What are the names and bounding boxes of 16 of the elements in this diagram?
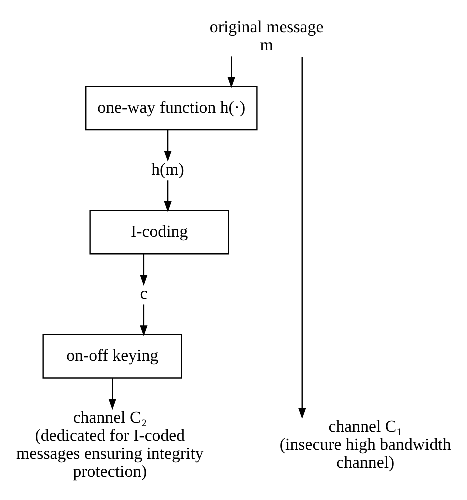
node-box: on-off keying — [42, 334, 182, 378]
node-box: one-way function h(·) — [85, 86, 258, 130]
node-label: original message — [209, 17, 324, 36]
arrow — [298, 56, 306, 419]
node-box: I-coding — [89, 210, 229, 254]
arrow — [164, 180, 172, 212]
arrow — [227, 56, 235, 88]
arrow — [140, 254, 148, 286]
arrow — [140, 304, 148, 336]
node-text: c — [140, 283, 148, 302]
node-text: channel C₂ (dedicated for I-coded messages ensuring integrity protection) — [16, 408, 204, 481]
node-text: m — [260, 35, 273, 54]
node-text: h(m) — [151, 159, 184, 178]
arrow — [108, 378, 116, 410]
node-text: channel C₁ (insecure high bandwidth channel) — [279, 416, 451, 472]
arrow — [164, 130, 172, 162]
